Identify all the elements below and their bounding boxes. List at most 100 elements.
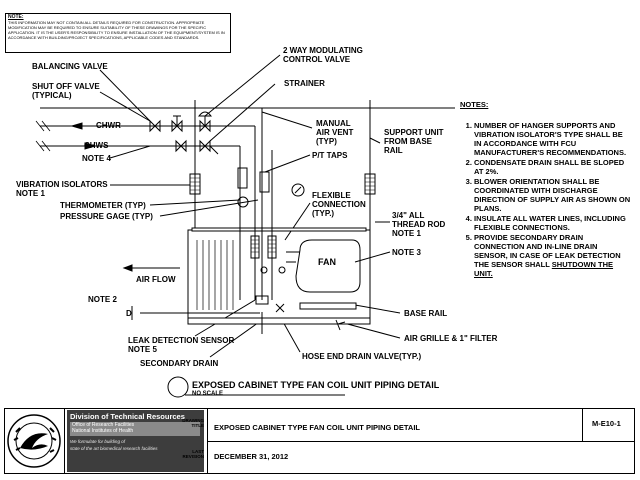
label-pressure-gage: PRESSURE GAGE (TYP) bbox=[60, 212, 153, 221]
note-item: CONDENSATE DRAIN SHALL BE SLOPED AT 2%. bbox=[474, 158, 632, 176]
note-item: BLOWER ORIENTATION SHALL BE COORDINATED … bbox=[474, 177, 632, 213]
label-vibration-isolators: VIBRATION ISOLATORS bbox=[16, 180, 108, 189]
tagline-2: state of the art biomedical research fac… bbox=[70, 446, 158, 451]
strainer-leg bbox=[209, 145, 219, 155]
detail-scale: NO SCALE bbox=[192, 391, 224, 397]
label-support-unit-2: FROM BASE bbox=[384, 137, 432, 146]
label-flexible-3: (TYP.) bbox=[312, 209, 335, 218]
label-secondary-drain: SECONDARY DRAIN bbox=[140, 359, 219, 368]
leader-hose-end bbox=[281, 319, 301, 353]
note-5-text: PROVIDE SECONDARY DRAIN CONNECTION AND I… bbox=[474, 233, 621, 269]
label-thermometer: THERMOMETER (TYP) bbox=[60, 201, 146, 210]
revision-label-1: LAST bbox=[192, 449, 204, 454]
leader-secondary-drain bbox=[209, 319, 263, 358]
office-line-1: Office of Research Facilities bbox=[72, 422, 135, 428]
disclaimer-body: THIS INFORMATION MAY NOT CONTAIN ALL DET… bbox=[8, 20, 225, 40]
leader-note4 bbox=[109, 145, 151, 159]
leader-support bbox=[369, 137, 381, 144]
label-support-unit-3: RAIL bbox=[384, 146, 403, 155]
notes-list: NUMBER OF HANGER SUPPORTS AND VIBRATION … bbox=[460, 121, 632, 278]
flexible-connection-icon bbox=[250, 235, 260, 259]
label-balancing-valve: BALANCING VALVE bbox=[32, 62, 108, 71]
control-valve-icon bbox=[199, 119, 211, 133]
label-air-flow: AIR FLOW bbox=[136, 275, 176, 284]
label-shut-off-valve-typ: (TYPICAL) bbox=[32, 91, 72, 100]
pt-tap-icon bbox=[259, 171, 270, 193]
label-support-unit-1: SUPPORT UNIT bbox=[384, 128, 444, 137]
note-item: NUMBER OF HANGER SUPPORTS AND VIBRATION … bbox=[474, 121, 632, 157]
hhs-seal-icon bbox=[7, 414, 61, 468]
drawing-label-2: TITLE bbox=[191, 423, 205, 428]
label-manual-air-vent-3: (TYP) bbox=[316, 137, 337, 146]
air-grille bbox=[299, 302, 357, 310]
note-item: PROVIDE SECONDARY DRAIN CONNECTION AND I… bbox=[474, 233, 632, 278]
leader-air-vent bbox=[261, 111, 313, 129]
leader-flexible bbox=[284, 202, 311, 241]
dtr-logo-panel: Division of Technical Resources Office o… bbox=[67, 410, 204, 472]
sheet-number: M-E10-1 bbox=[592, 419, 621, 428]
label-thread-rod-1: 3/4" ALL bbox=[392, 211, 425, 220]
label-vibration-note: NOTE 1 bbox=[16, 189, 45, 198]
label-chws: CHWS bbox=[84, 141, 109, 150]
label-note3: NOTE 3 bbox=[392, 248, 421, 257]
base-rail bbox=[187, 317, 371, 325]
label-flexible-2: CONNECTION bbox=[312, 200, 366, 209]
tagline-1: We formulate for building of bbox=[70, 439, 125, 444]
label-flexible-1: FLEXIBLE bbox=[312, 191, 351, 200]
label-shut-off-valve: SHUT OFF VALVE bbox=[32, 82, 100, 91]
tb-divider bbox=[207, 441, 635, 442]
flex-ribs bbox=[251, 239, 259, 253]
note-5-underlined: SHUTDOWN THE UNIT. bbox=[474, 260, 614, 278]
air-flow-arrow-icon bbox=[122, 264, 133, 272]
label-manual-air-vent-2: AIR VENT bbox=[316, 128, 354, 137]
break-mark-icon bbox=[35, 140, 51, 152]
label-hose-end: HOSE END DRAIN VALVE(TYP.) bbox=[302, 352, 422, 361]
isolator-spring bbox=[365, 177, 375, 191]
break-mark-icon bbox=[35, 120, 51, 132]
notes-panel: NOTES: NUMBER OF HANGER SUPPORTS AND VIB… bbox=[460, 100, 632, 279]
office-box: Office of Research Facilities National I… bbox=[70, 422, 200, 436]
fan-outlet bbox=[286, 251, 300, 263]
label-note4: NOTE 4 bbox=[82, 154, 111, 163]
office-line-2: National Institutes of Health bbox=[72, 428, 134, 434]
label-control-valve: CONTROL VALVE bbox=[283, 55, 351, 64]
last-revision-value: DECEMBER 31, 2012 bbox=[214, 452, 289, 461]
pressure-gage-icon bbox=[291, 183, 305, 197]
org-name: Division of Technical Resources bbox=[70, 412, 185, 421]
label-strainer: STRAINER bbox=[284, 79, 325, 88]
leader-strainer bbox=[209, 83, 276, 142]
hose-end-valve-icon bbox=[275, 303, 285, 313]
label-fan: FAN bbox=[318, 257, 336, 267]
label-note2: NOTE 2 bbox=[88, 295, 117, 304]
label-thread-rod-2: THREAD ROD bbox=[392, 220, 446, 229]
actuator-icon bbox=[197, 111, 213, 117]
label-chwr: CHWR bbox=[96, 121, 121, 130]
tb-divider bbox=[64, 408, 65, 474]
disclaimer-box: NOTE: THIS INFORMATION MAY NOT CONTAIN A… bbox=[5, 13, 231, 53]
flow-arrow-icon bbox=[70, 122, 83, 130]
flexible-connection-icon bbox=[267, 235, 277, 259]
tagline: We formulate for building of state of th… bbox=[70, 438, 158, 452]
vibration-isolator-icon bbox=[189, 173, 201, 195]
drawing-label-1: DRAWING bbox=[182, 418, 204, 423]
shut-off-valve-icon bbox=[149, 119, 161, 133]
cabinet-top-flange bbox=[191, 227, 367, 232]
gage-needle bbox=[294, 186, 302, 194]
flex-ribs bbox=[268, 239, 276, 253]
drawing-title-value: EXPOSED CABINET TYPE FAN COIL UNIT PIPIN… bbox=[214, 423, 420, 432]
drawing-title-label: DRAWING TITLE bbox=[178, 418, 204, 428]
tb-divider bbox=[582, 408, 583, 442]
note-item: INSULATE ALL WATER LINES, INCLUDING FLEX… bbox=[474, 214, 632, 232]
thermometer-icon bbox=[237, 196, 249, 208]
leader-balancing bbox=[99, 69, 151, 122]
label-leak-detection: LEAK DETECTION SENSOR bbox=[128, 336, 235, 345]
leak-sensor-icon bbox=[255, 295, 269, 305]
airflow-mark-icon bbox=[335, 319, 346, 331]
revision-label-2: REVISION bbox=[182, 454, 204, 459]
label-thread-rod-3: NOTE 1 bbox=[392, 229, 421, 238]
leader-note3 bbox=[354, 251, 391, 263]
disclaimer-heading: NOTE: bbox=[8, 14, 24, 20]
label-base-rail: BASE RAIL bbox=[404, 309, 448, 318]
leader-air-grille bbox=[339, 321, 401, 339]
